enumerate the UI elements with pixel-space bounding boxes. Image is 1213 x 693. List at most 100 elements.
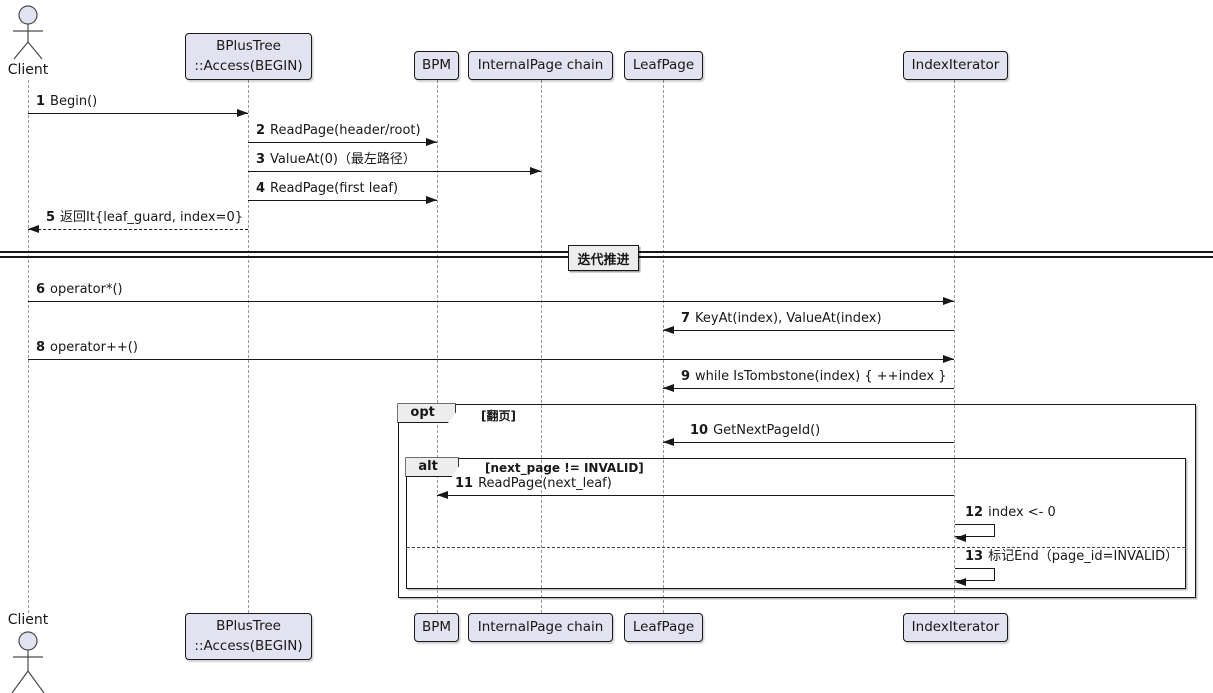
message-arrow <box>663 438 954 446</box>
message-1-begin: 1 Begin() <box>28 94 248 117</box>
message-label: 1 Begin() <box>36 94 248 110</box>
message-arrow <box>663 326 954 334</box>
message-11-readpage-next: 11 ReadPage(next_leaf) <box>437 476 954 499</box>
participant-label: ::Access(BEGIN) <box>194 57 303 74</box>
participant-label: BPlusTree <box>216 617 281 634</box>
actor-label-bottom: Client <box>7 612 49 628</box>
message-arrow <box>248 138 437 146</box>
participant-label: LeafPage <box>632 618 695 635</box>
participant-label: LeafPage <box>632 56 695 73</box>
alt-else-divider <box>407 547 1185 548</box>
arrowhead-left-icon <box>663 326 674 334</box>
message-text: GetNextPageId() <box>713 423 821 438</box>
message-arrow <box>28 355 954 363</box>
message-6-deref: 6 operator*() <box>28 282 954 305</box>
message-7-keyat: 7 KeyAt(index), ValueAt(index) <box>663 311 954 334</box>
alt-guard: [next_page != INVALID] <box>485 461 644 475</box>
message-8-increment: 8 operator++() <box>28 340 954 363</box>
alt-keyword: alt <box>405 457 459 478</box>
message-label: 3 ValueAt(0)（最左路径） <box>256 152 541 168</box>
message-13-mark-end: 13 标记End（page_id=INVALID） <box>955 549 1178 586</box>
participant-bplustree-bottom: BPlusTree ::Access(BEGIN) <box>185 613 312 660</box>
participant-bpm-bottom: BPM <box>414 613 459 642</box>
lifeline-bplustree <box>247 80 249 613</box>
alt-frame: alt [next_page != INVALID] <box>405 457 1186 589</box>
message-text: Begin() <box>50 94 98 109</box>
lifeline-client <box>27 80 29 613</box>
lifeline-bpm <box>436 80 438 613</box>
message-text: 标记End（page_id=INVALID） <box>988 549 1179 564</box>
actor-label-top: Client <box>7 62 49 78</box>
message-text: operator*() <box>50 282 123 297</box>
arrowhead-left-icon <box>955 533 966 542</box>
message-label: 6 operator*() <box>36 282 954 298</box>
message-arrow <box>663 384 954 392</box>
arrowhead-left-icon <box>28 225 39 233</box>
message-number: 8 <box>36 340 46 355</box>
message-number: 6 <box>36 282 46 297</box>
message-number: 13 <box>965 549 984 564</box>
self-message-arrow <box>955 568 995 586</box>
lifeline-internalpage <box>540 80 542 613</box>
message-number: 11 <box>455 476 474 491</box>
opt-keyword: opt <box>397 403 456 424</box>
message-arrow <box>28 109 248 117</box>
message-text: KeyAt(index), ValueAt(index) <box>695 311 882 326</box>
message-number: 1 <box>36 94 46 109</box>
arrowhead-right-icon <box>426 196 437 204</box>
actor-icon <box>13 5 43 60</box>
message-number: 10 <box>690 423 709 438</box>
arrowhead-left-icon <box>663 384 674 392</box>
message-number: 3 <box>256 152 266 167</box>
message-text: operator++() <box>50 340 138 355</box>
arrowhead-right-icon <box>943 355 954 363</box>
participant-leafpage-top: LeafPage <box>624 51 703 80</box>
actor-icon <box>11 631 45 693</box>
message-number: 4 <box>256 181 266 196</box>
participant-indexiterator-top: IndexIterator <box>903 51 1008 80</box>
divider-label: 迭代推进 <box>568 245 639 271</box>
message-number: 9 <box>681 369 691 384</box>
message-text: ReadPage(next_leaf) <box>478 476 612 491</box>
arrowhead-right-icon <box>237 109 248 117</box>
message-label: 7 KeyAt(index), ValueAt(index) <box>681 311 954 327</box>
participant-bplustree-top: BPlusTree ::Access(BEGIN) <box>185 33 312 80</box>
message-9-tombstone-loop: 9 while IsTombstone(index) { ++index } <box>663 369 954 392</box>
message-text: ReadPage(header/root) <box>270 123 421 138</box>
participant-leafpage-bottom: LeafPage <box>624 613 703 642</box>
participant-internalpage-bottom: InternalPage chain <box>468 613 613 642</box>
participant-label: BPM <box>421 56 452 73</box>
participant-label: IndexIterator <box>911 618 1000 635</box>
lifeline-leafpage <box>662 80 664 613</box>
participant-label: BPlusTree <box>216 37 281 54</box>
message-label: 13 标记End（page_id=INVALID） <box>965 549 1178 565</box>
message-label: 9 while IsTombstone(index) { ++index } <box>681 369 954 385</box>
message-text: ValueAt(0)（最左路径） <box>270 152 416 167</box>
opt-frame: opt [翻页] <box>397 403 1196 598</box>
message-text: while IsTombstone(index) { ++index } <box>695 369 947 384</box>
participant-label: InternalPage chain <box>477 56 604 73</box>
opt-guard: [翻页] <box>481 409 516 423</box>
participant-label: ::Access(BEGIN) <box>194 637 303 654</box>
message-label: 11 ReadPage(next_leaf) <box>455 476 954 492</box>
message-arrow <box>28 297 954 305</box>
participant-internalpage-top: InternalPage chain <box>468 51 613 80</box>
message-text: 返回It{leaf_guard, index=0} <box>60 210 243 225</box>
message-number: 7 <box>681 311 691 326</box>
participant-bpm-top: BPM <box>414 51 459 80</box>
message-3-valueat: 3 ValueAt(0)（最左路径） <box>248 152 541 175</box>
lifeline-indexiterator <box>953 80 955 613</box>
participant-label: IndexIterator <box>911 56 1000 73</box>
arrowhead-left-icon <box>437 491 448 499</box>
participant-label: BPM <box>421 618 452 635</box>
message-label: 8 operator++() <box>36 340 954 356</box>
message-arrow <box>248 167 541 175</box>
